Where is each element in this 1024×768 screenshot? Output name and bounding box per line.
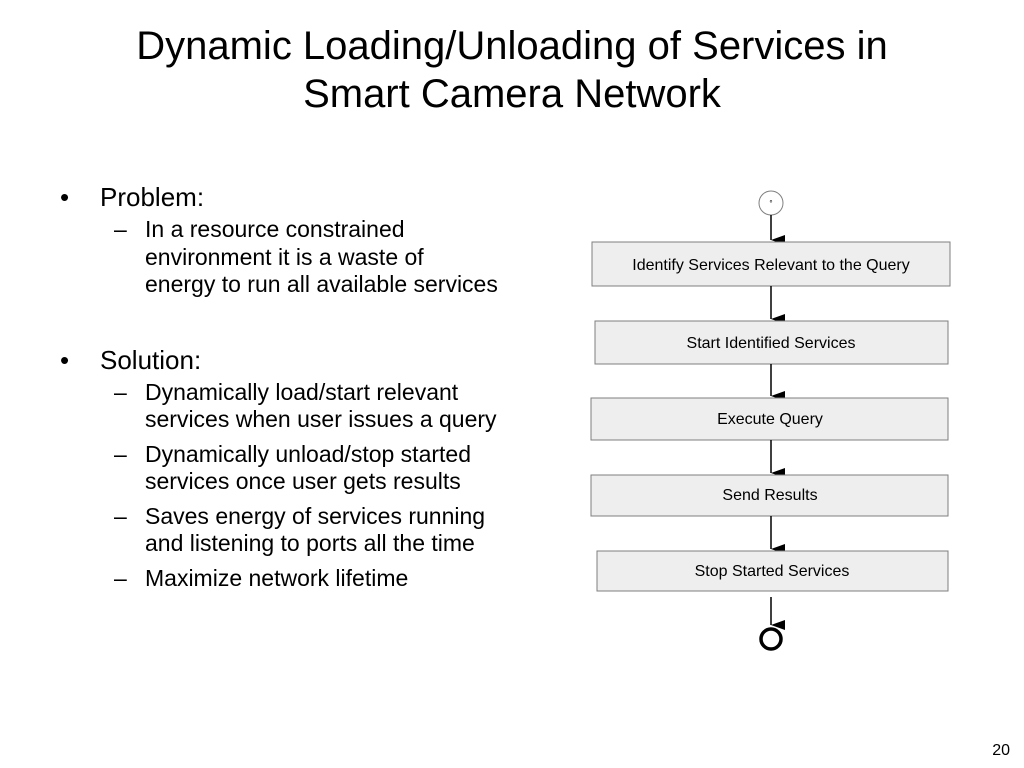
slide-title-line-1: Dynamic Loading/Unloading of Services in (136, 24, 888, 68)
flow-step-execute-query: Execute Query (590, 397, 949, 441)
flow-step-start-services: Start Identified Services (594, 320, 949, 365)
dash-icon: – (114, 440, 127, 467)
dash-icon: – (114, 378, 127, 405)
bullet-problem: • Problem: –In a resource constrained en… (60, 181, 500, 299)
bullet-dot-icon: • (60, 344, 70, 375)
page-number: 20 (992, 742, 1010, 759)
step-label: Execute Query (717, 411, 823, 428)
step-label: Start Identified Services (687, 335, 856, 352)
dash-icon: – (114, 502, 127, 529)
step-box (590, 397, 949, 441)
step-box (591, 241, 951, 287)
step-label: Stop Started Services (695, 563, 850, 580)
start-marker: ° (769, 199, 772, 208)
slide-title-line-2: Smart Camera Network (303, 72, 721, 116)
flow-step-stop-services: Stop Started Services (596, 550, 949, 592)
step-label: Send Results (722, 487, 817, 504)
flow-step-send-results: Send Results (590, 474, 949, 517)
bullet-list: • Problem: –In a resource constrained en… (60, 181, 500, 599)
sub-list: –In a resource constrained environment i… (100, 216, 500, 299)
sub-item: –Dynamically unload/stop started service… (114, 440, 471, 495)
sub-item: –Maximize network lifetime (114, 564, 409, 591)
step-box (596, 550, 949, 592)
sub-item: –In a resource constrained environment i… (114, 216, 498, 297)
bullet-label: Problem: (100, 182, 205, 212)
end-circle-icon (759, 627, 783, 651)
bullet-solution: • Solution: –Dynamically load/start rele… (60, 344, 500, 593)
sub-list: –Dynamically load/start relevant service… (100, 379, 500, 593)
slide-title: Dynamic Loading/Unloading of Services in… (40, 22, 984, 118)
dash-icon: – (114, 564, 127, 591)
flow-step-identify: Identify Services Relevant to the Query (591, 241, 951, 287)
step-box (590, 474, 949, 517)
sub-item: –Saves energy of services running and li… (114, 502, 486, 557)
step-label: Identify Services Relevant to the Query (632, 257, 909, 274)
step-box (594, 320, 949, 365)
flow-start-node: ° (758, 190, 784, 216)
bullet-label: Solution: (100, 344, 202, 375)
bullet-dot-icon: • (60, 182, 70, 212)
dash-icon: – (114, 216, 127, 242)
sub-item: –Dynamically load/start relevant service… (114, 378, 497, 433)
